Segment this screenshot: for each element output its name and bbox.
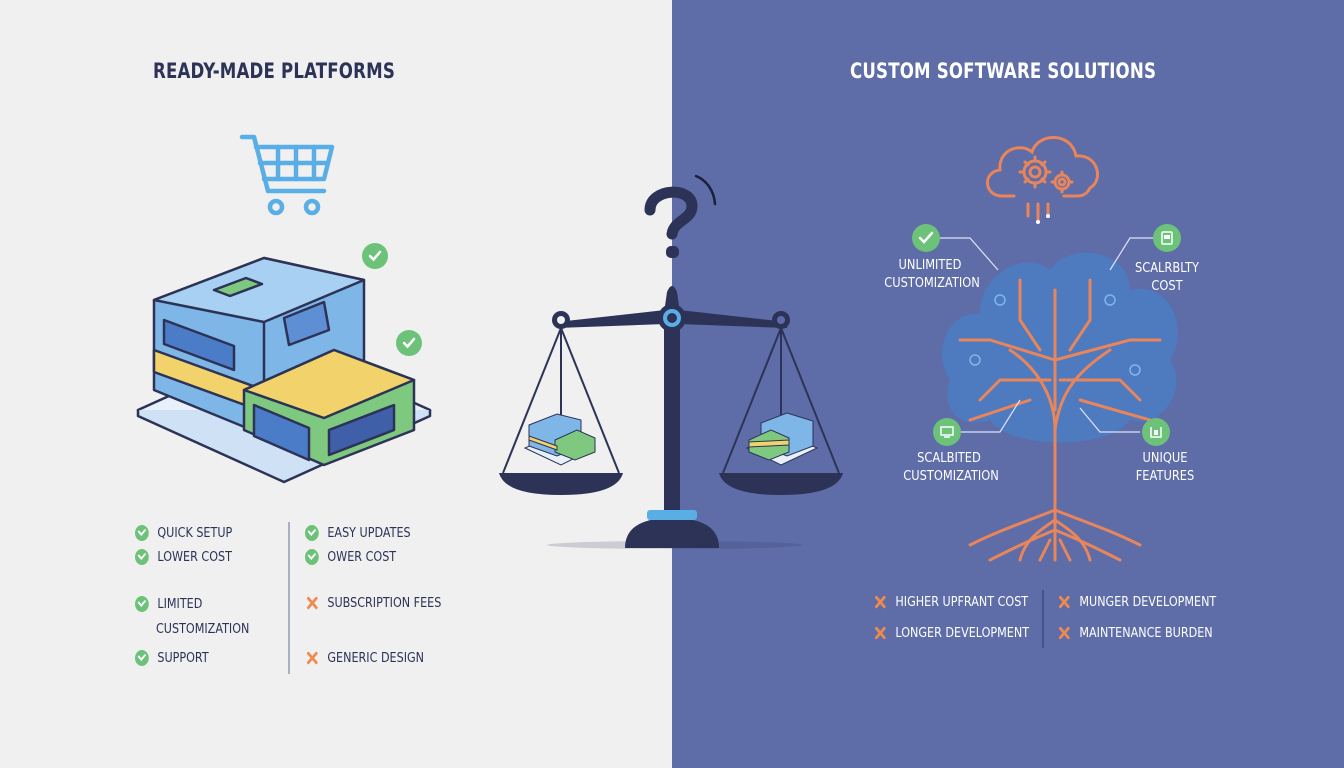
cross-icon — [1057, 625, 1071, 641]
list-item-label: SUBSCRIPTION FEES — [327, 595, 442, 611]
list-item-label: OWER COST — [327, 549, 397, 565]
check-icon — [135, 650, 149, 666]
list-item: QUICK SETUP — [135, 525, 232, 541]
cross-icon — [305, 595, 319, 611]
list-item-label: LONGER DEVELOPMENT — [895, 625, 1030, 641]
check-icon — [135, 525, 149, 541]
list-item: HIGHER UPFRANT COST — [873, 594, 1028, 610]
monitor-badge-icon — [933, 418, 961, 446]
isometric-building-icon — [136, 256, 432, 484]
list-item-label: SUPPORT — [157, 650, 209, 666]
right-divider — [1042, 590, 1044, 648]
list-item: LIMITED — [135, 596, 202, 612]
ready-made-title: READY-MADE PLATFORMS — [153, 59, 395, 83]
list-item-label: GENERIC DESIGN — [327, 650, 425, 666]
list-item: LOWER COST — [135, 549, 232, 565]
tablet-badge-icon — [1153, 224, 1181, 252]
list-item: SUBSCRIPTION FEES — [305, 595, 441, 611]
question-mark-icon — [644, 174, 717, 258]
check-icon — [305, 549, 319, 565]
cloud-gears-icon — [986, 136, 1099, 224]
feature-unique-features: UNIQUE FEATURES — [1135, 451, 1195, 484]
left-divider — [288, 522, 290, 674]
check-icon — [305, 525, 319, 541]
check-icon — [135, 596, 149, 612]
list-item: LONGER DEVELOPMENT — [873, 625, 1029, 641]
list-item-label: MUNGER DEVELOPMENT — [1079, 594, 1217, 610]
feature-scalability-cost: SCALRBLTY COST — [1134, 261, 1200, 294]
feature-unlimited-customization: UNLIMITED CUSTOMIZATION — [884, 258, 980, 291]
list-item: GENERIC DESIGN — [305, 650, 424, 666]
cross-icon — [873, 594, 887, 610]
list-item-label: QUICK SETUP — [157, 525, 233, 541]
check-icon — [135, 549, 149, 565]
cross-icon — [873, 625, 887, 641]
list-item: SUPPORT — [135, 650, 209, 666]
cross-icon — [1057, 594, 1071, 610]
list-item: OWER COST — [305, 549, 396, 565]
list-item-label: HIGHER UPFRANT COST — [895, 594, 1029, 610]
feature-scalbited-customization: SCALBITED CUSTOMIZATION — [903, 451, 999, 484]
list-item: EASY UPDATES — [305, 525, 411, 541]
custom-software-title: CUSTOM SOFTWARE SOLUTIONS — [850, 59, 1157, 83]
shopping-cart-icon — [239, 134, 335, 216]
check-badge-icon — [362, 243, 388, 269]
check-badge-icon — [912, 224, 940, 252]
check-badge-icon — [396, 330, 422, 356]
list-item-label: EASY UPDATES — [327, 525, 411, 541]
feature-connectors — [940, 237, 1155, 433]
mini-building-right — [745, 412, 819, 466]
list-item: MAINTENANCE BURDEN — [1057, 625, 1213, 641]
balance-scale-icon — [499, 286, 843, 548]
circuit-tree-icon — [941, 252, 1178, 562]
device-badge-icon — [1142, 418, 1170, 446]
list-item-label: MAINTENANCE BURDEN — [1079, 625, 1213, 641]
list-item-label: CUSTOMIZATION — [156, 622, 250, 637]
list-item-label: LIMITED — [157, 596, 203, 612]
list-item: MUNGER DEVELOPMENT — [1057, 594, 1216, 610]
list-item: CUSTOMIZATION — [156, 622, 249, 637]
mini-building-left — [523, 413, 597, 466]
cross-icon — [305, 650, 319, 666]
list-item-label: LOWER COST — [157, 549, 232, 565]
